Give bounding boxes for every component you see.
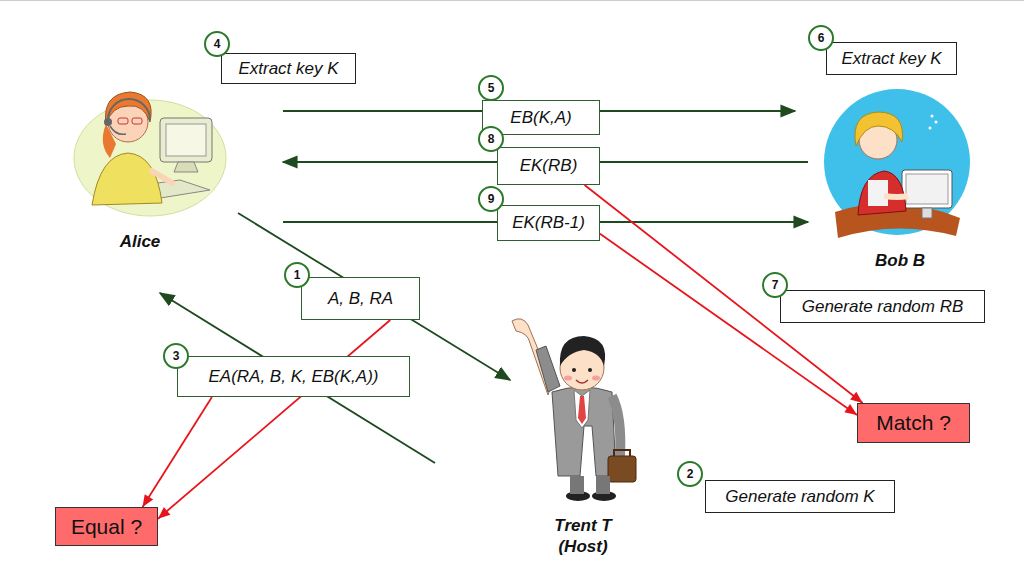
box-text: EB(K,A) bbox=[510, 108, 571, 128]
message-box: EK(RB-1) bbox=[497, 205, 600, 241]
callout-number: 8 bbox=[478, 126, 504, 152]
message-arrow bbox=[238, 213, 510, 380]
callout-number: 2 bbox=[677, 461, 703, 487]
message-box: EK(RB) bbox=[497, 147, 600, 185]
check-arrow bbox=[158, 320, 390, 519]
actor-name: Bob B bbox=[875, 251, 925, 271]
box-text: EK(RB-1) bbox=[512, 213, 585, 233]
alice-figure bbox=[74, 92, 226, 216]
message-box: A, B, RA bbox=[301, 277, 420, 320]
callout-number: 5 bbox=[478, 75, 504, 101]
callout-number: 9 bbox=[478, 186, 504, 212]
box-text: Extract key K bbox=[238, 59, 338, 79]
top-rule bbox=[0, 0, 1024, 1]
box-text: Generate random K bbox=[725, 487, 874, 507]
callout-number: 6 bbox=[808, 25, 834, 51]
box-text: Generate random RB bbox=[802, 297, 964, 317]
box-text: Extract key K bbox=[841, 49, 941, 69]
step-box: Generate random RB bbox=[780, 290, 985, 323]
step-box: Extract key K bbox=[826, 42, 957, 75]
message-box: EA(RA, B, K, EB(K,A)) bbox=[177, 356, 410, 397]
check-arrow bbox=[143, 397, 212, 507]
box-text: A, B, RA bbox=[328, 289, 393, 309]
box-text: EK(RB) bbox=[520, 156, 578, 176]
check-box: Match ? bbox=[857, 403, 970, 443]
check-arrow bbox=[600, 234, 857, 415]
step-box: Generate random K bbox=[705, 480, 895, 513]
check-box: Equal ? bbox=[55, 507, 158, 546]
callout-number: 3 bbox=[163, 343, 189, 369]
callout-number: 1 bbox=[284, 262, 310, 288]
box-text: Match ? bbox=[876, 411, 951, 435]
actor-name: Trent T (Host) bbox=[544, 515, 622, 558]
box-text: EA(RA, B, K, EB(K,A)) bbox=[208, 367, 378, 387]
callout-number: 7 bbox=[762, 272, 788, 298]
box-text: Equal ? bbox=[71, 515, 142, 539]
callout-number: 4 bbox=[204, 31, 230, 57]
trent-figure bbox=[512, 319, 636, 501]
actor-name: Alice bbox=[120, 232, 161, 252]
bob-figure bbox=[824, 89, 970, 238]
step-box: Extract key K bbox=[221, 53, 356, 84]
